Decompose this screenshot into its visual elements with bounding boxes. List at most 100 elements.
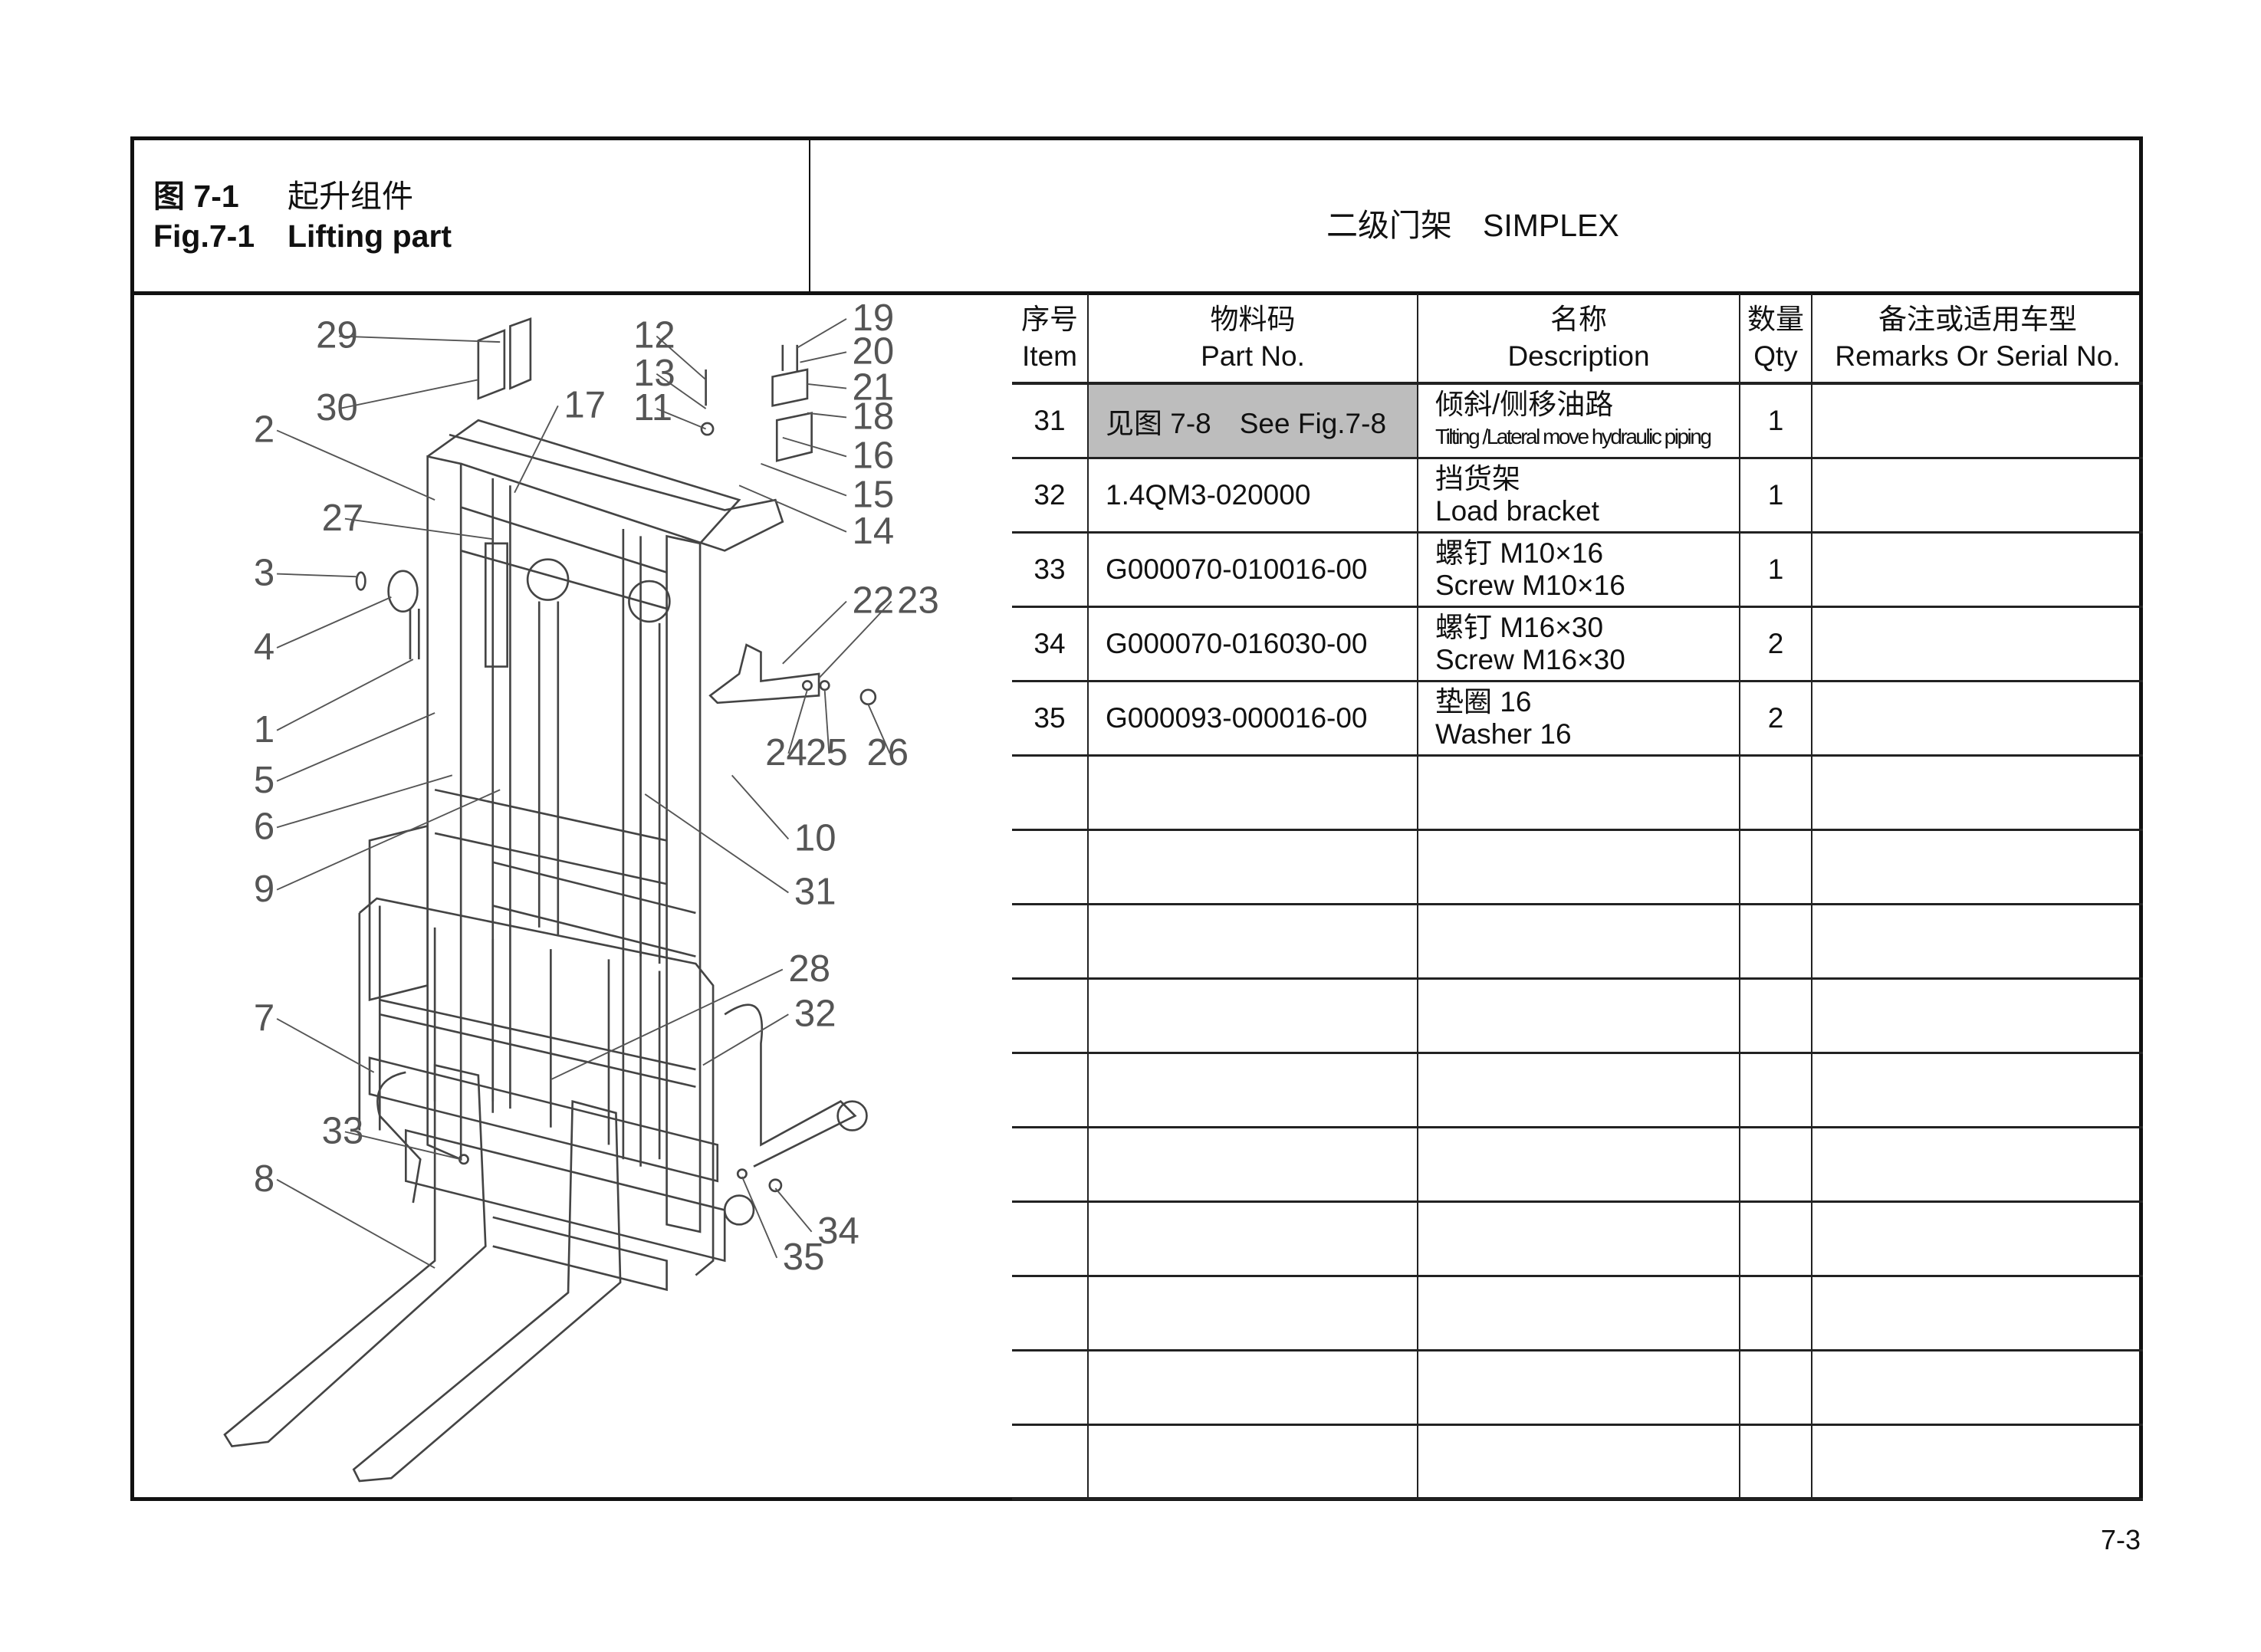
column-header-cn: 物料码 <box>1210 303 1296 335</box>
part-number: G000070-010016-00 <box>1106 553 1368 585</box>
callout-number: 15 <box>853 475 895 516</box>
leader-line <box>276 1018 375 1073</box>
column-header-cn: 数量 <box>1747 303 1804 335</box>
description-cn: 倾斜/侧移油路 <box>1435 389 1614 420</box>
part-no-cell: 1.4QM3-020000 <box>1087 459 1417 531</box>
leader-line <box>800 351 847 363</box>
description-cn: 螺钉 M16×30 <box>1435 612 1604 643</box>
callout-number: 27 <box>322 498 364 539</box>
remarks-cell <box>1811 1128 2143 1200</box>
leader-line <box>276 659 414 731</box>
table-row <box>1012 1351 2143 1426</box>
leader-line <box>514 405 559 494</box>
callout-number: 16 <box>853 435 895 477</box>
callout-number: 24 <box>765 732 807 773</box>
qty-cell: 1 <box>1739 459 1811 531</box>
callout-number: 8 <box>254 1158 274 1200</box>
qty-cell <box>1739 1351 1811 1424</box>
column-header: 数量 Qty <box>1739 294 1811 382</box>
part-number: 见图 7-8 See Fig.7-8 <box>1106 408 1387 439</box>
description-cell <box>1417 1277 1739 1349</box>
qty-cell <box>1739 905 1811 977</box>
callout-number: 13 <box>633 353 675 394</box>
table-row <box>1012 1054 2143 1128</box>
column-header-en: Description <box>1507 340 1650 372</box>
callout-number: 1 <box>254 709 274 750</box>
leader-line <box>656 373 707 409</box>
leader-line <box>276 1178 435 1269</box>
callout-number: 30 <box>316 387 358 429</box>
item-cell: 34 <box>1012 608 1087 680</box>
callout-number: 17 <box>564 384 606 425</box>
leader-line <box>277 573 358 578</box>
remarks-cell <box>1811 905 2143 977</box>
qty-cell <box>1739 757 1811 829</box>
item-cell <box>1012 831 1087 903</box>
callout-number: 35 <box>783 1237 825 1278</box>
callout-number: 20 <box>853 330 895 372</box>
column-header-en: Remarks Or Serial No. <box>1835 340 2121 372</box>
qty-cell <box>1739 1054 1811 1126</box>
leader-line <box>741 1176 778 1259</box>
callout-number: 28 <box>788 948 830 990</box>
part-no-cell: 见图 7-8 See Fig.7-8 <box>1087 385 1417 457</box>
leader-line <box>644 793 789 894</box>
leader-line <box>731 774 790 840</box>
item-number: 34 <box>1034 628 1066 659</box>
remarks-cell <box>1811 1351 2143 1424</box>
column-header-cn: 备注或适用车型 <box>1878 303 2077 335</box>
description-cell <box>1417 831 1739 903</box>
remarks-cell <box>1811 980 2143 1052</box>
item-cell: 35 <box>1012 682 1087 754</box>
description-cn: 螺钉 M10×16 <box>1435 537 1604 569</box>
description-en: Washer 16 <box>1435 718 1572 750</box>
description-en: Tilting /Lateral move hydraulic piping <box>1435 425 1712 448</box>
leader-line <box>276 429 435 501</box>
leader-lines <box>276 318 892 1269</box>
callout-number: 2 <box>254 409 274 451</box>
item-cell <box>1012 1426 1087 1498</box>
part-no-cell <box>1087 1128 1417 1200</box>
callout-number: 31 <box>794 872 836 913</box>
leader-line <box>782 600 847 665</box>
table-row <box>1012 905 2143 980</box>
leader-line <box>823 689 830 754</box>
column-header-en: Part No. <box>1201 340 1305 372</box>
column-header: 名称 Description <box>1417 294 1739 382</box>
part-no-cell <box>1087 1203 1417 1275</box>
callout-number: 14 <box>853 511 895 552</box>
mast-type-cn: 二级门架 <box>1326 208 1452 243</box>
part-no-cell <box>1087 831 1417 903</box>
qty-cell <box>1739 1426 1811 1498</box>
column-header-cn: 名称 <box>1550 303 1607 335</box>
part-no-cell: G000070-016030-00 <box>1087 608 1417 680</box>
figure-number-cn: 图 7-1 <box>153 179 239 214</box>
remarks-cell <box>1811 1426 2143 1498</box>
remarks-cell <box>1811 608 2143 680</box>
callout-labels: 2930227341569733812131117192021181615142… <box>254 297 939 1278</box>
figure-name-cn: 起升组件 <box>288 179 413 214</box>
description-cell <box>1417 980 1739 1052</box>
column-header-en: Qty <box>1753 340 1798 372</box>
description-cell: 倾斜/侧移油路 Tilting /Lateral move hydraulic p… <box>1417 385 1739 457</box>
callout-number: 34 <box>817 1210 859 1252</box>
qty-cell: 1 <box>1739 385 1811 457</box>
description-cell <box>1417 1203 1739 1275</box>
callout-number: 12 <box>633 315 675 356</box>
page-number: 7-3 <box>2101 1524 2141 1555</box>
quantity: 1 <box>1767 553 1784 585</box>
qty-cell: 2 <box>1739 682 1811 754</box>
description-cell <box>1417 1054 1739 1126</box>
figure-number-en: Fig.7-1 <box>153 218 255 254</box>
leader-line <box>774 1187 813 1233</box>
leader-line <box>807 412 847 419</box>
callout-number: 22 <box>853 580 895 622</box>
part-no-cell <box>1087 1054 1417 1126</box>
